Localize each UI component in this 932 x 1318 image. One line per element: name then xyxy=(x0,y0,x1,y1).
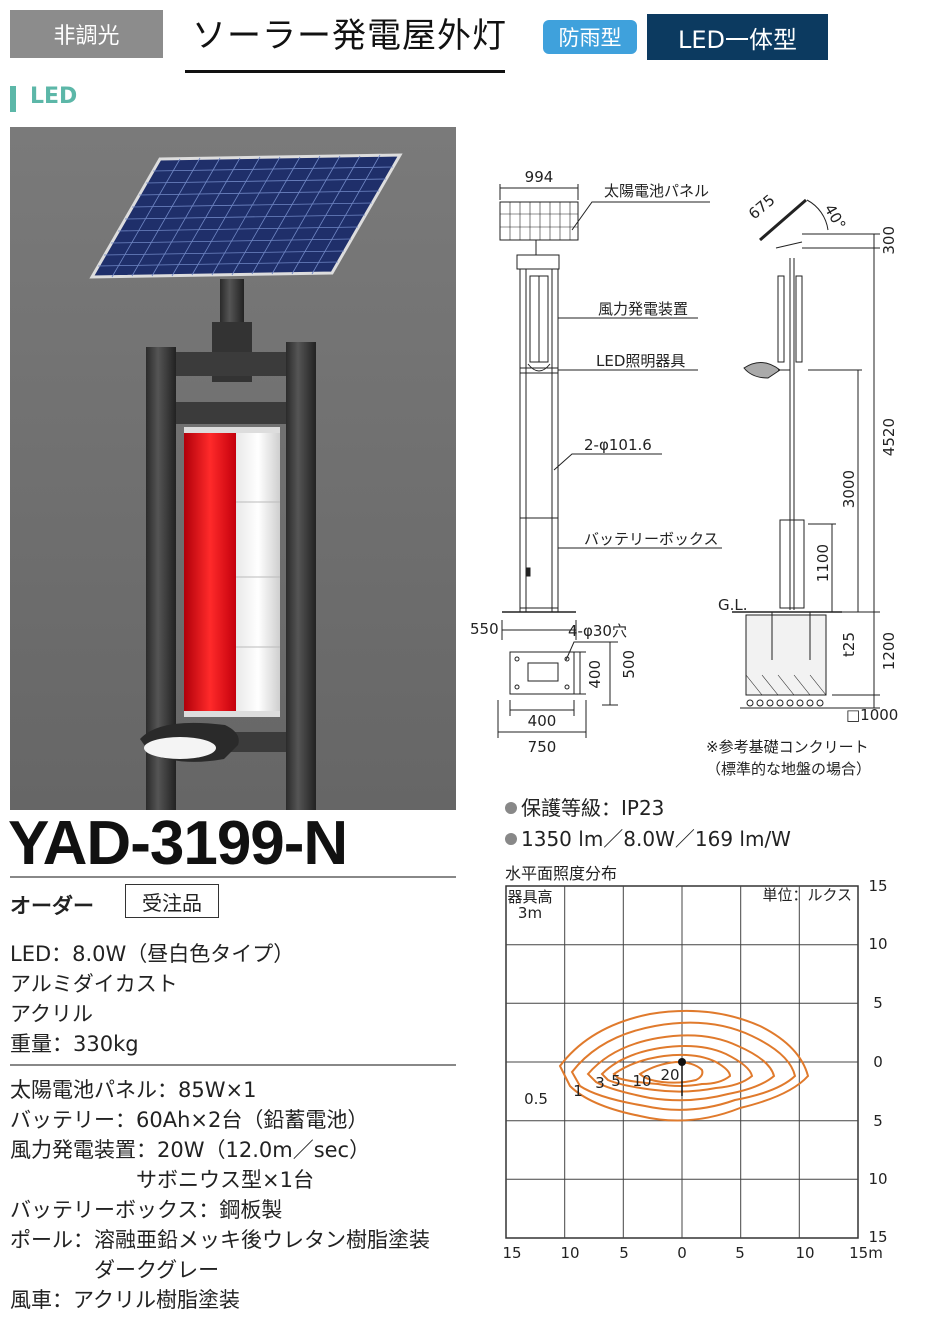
dimming-tag: 非調光 xyxy=(10,10,163,58)
spec-wind-type: サボニウス型×1台 xyxy=(10,1168,314,1192)
illuminance-chart: 器具高 3m 単位：ルクス 0.5 1 3 5 10 20 15 10 5 0 … xyxy=(502,877,887,1262)
spec-battery-box: バッテリーボックス：鋼板製 xyxy=(10,1198,283,1222)
label-pole-spec: 2-φ101.6 xyxy=(584,436,652,454)
drawing-labels: 994 太陽電池パネル 風力発電装置 LED照明器具 2-φ101.6 バッテリ… xyxy=(470,168,898,778)
x-tick: 0 xyxy=(677,1244,687,1262)
x-tick: 10 xyxy=(795,1244,814,1262)
spec-body: アルミダイカスト xyxy=(10,972,178,996)
illuminance-title: 水平面照度分布 xyxy=(505,864,618,883)
bullet-protection: 保護等級：IP23 xyxy=(505,792,664,821)
fixture-height-label: 器具高 xyxy=(507,888,552,906)
dim-holes: 4-φ30穴 xyxy=(568,622,627,640)
divider xyxy=(10,876,456,878)
label-wind-generator: 風力発電装置 xyxy=(598,300,688,318)
spec-windmill: 風車：アクリル樹脂塗装 xyxy=(10,1288,240,1312)
dim-angle: 40° xyxy=(821,201,850,233)
spec-solar: 太陽電池パネル：85W×1 xyxy=(10,1078,257,1102)
contour-label-3: 3 xyxy=(595,1074,605,1092)
spec-weight: 重量：330kg xyxy=(10,1032,139,1056)
order-label: オーダー xyxy=(10,894,94,918)
section-marker xyxy=(10,86,16,112)
fixture-height-value: 3m xyxy=(518,904,542,922)
spec-pole: ポール：溶融亜鉛メッキ後ウレタン樹脂塗装 xyxy=(10,1228,430,1252)
unit-label: 単位：ルクス xyxy=(762,886,852,904)
dim-t25: t25 xyxy=(840,632,858,657)
dim-1100: 1100 xyxy=(814,544,832,582)
label-battery-box: バッテリーボックス xyxy=(584,530,719,548)
y-tick: 5 xyxy=(873,994,883,1012)
dim-panel-size: 675 xyxy=(745,191,779,223)
dim-4520: 4520 xyxy=(880,418,898,456)
title-underline xyxy=(185,70,505,73)
dim-foundation: □1000 xyxy=(846,706,898,724)
dimension-drawing: 994 太陽電池パネル 風力発電装置 LED照明器具 2-φ101.6 バッテリ… xyxy=(470,168,898,778)
dim-300: 300 xyxy=(880,226,898,255)
rainproof-badge: 防雨型 xyxy=(543,20,637,54)
contour-lines xyxy=(558,1009,810,1122)
dim-plate-400: 400 xyxy=(528,712,557,730)
dim-top-width: 994 xyxy=(525,168,554,186)
x-tick: 5 xyxy=(619,1244,629,1262)
dim-plate-h500: 500 xyxy=(620,650,638,679)
y-tick: 15 xyxy=(868,877,887,895)
page-title: ソーラー発電屋外灯 xyxy=(192,16,507,56)
bullet-icon xyxy=(505,833,517,845)
spec-battery: バッテリー：60Ah×2台（鉛蓄電池） xyxy=(10,1108,369,1132)
x-tick: 5 xyxy=(735,1244,745,1262)
product-photo xyxy=(10,127,456,810)
dim-plate-h400: 400 xyxy=(586,660,604,689)
y-tick: 10 xyxy=(868,1170,887,1188)
x-tick: 10 xyxy=(560,1244,579,1262)
dim-1200: 1200 xyxy=(880,632,898,670)
contour-label-20: 20 xyxy=(660,1066,679,1084)
y-tick: 5 xyxy=(873,1112,883,1130)
order-badge: 受注品 xyxy=(125,884,219,918)
divider xyxy=(10,1064,456,1066)
dim-3000: 3000 xyxy=(840,470,858,508)
spec-pole-color: ダークグレー xyxy=(10,1258,220,1282)
x-tick: 15m xyxy=(849,1244,883,1262)
y-tick: 15 xyxy=(868,1228,887,1246)
y-tick: 10 xyxy=(868,935,887,953)
led-integrated-badge: LED一体型 xyxy=(647,14,828,60)
contour-label-1: 1 xyxy=(573,1082,583,1100)
contour-label-10: 10 xyxy=(632,1072,651,1090)
bullet-icon xyxy=(505,802,517,814)
y-tick: 0 xyxy=(873,1053,883,1071)
note-ground: （標準的な地盤の場合） xyxy=(706,760,871,778)
dim-base-width: 550 xyxy=(470,620,499,638)
label-solar-panel: 太陽電池パネル xyxy=(604,182,709,200)
section-label: LED xyxy=(30,84,78,109)
contour-label-5: 5 xyxy=(611,1072,621,1090)
note-foundation: ※参考基礎コンクリート xyxy=(706,738,869,756)
contour-label-0.5: 0.5 xyxy=(524,1090,548,1108)
spec-wind: 風力発電装置：20W（12.0m／sec） xyxy=(10,1138,371,1162)
label-gl: G.L. xyxy=(718,596,748,614)
product-illustration xyxy=(10,127,456,810)
dim-plate-750: 750 xyxy=(528,738,557,756)
label-led-fixture: LED照明器具 xyxy=(596,352,685,370)
bullet-lumen: 1350 lm／8.0W／169 lm/W xyxy=(505,823,791,852)
x-tick: 15 xyxy=(502,1244,521,1262)
spec-led: LED：8.0W（昼白色タイプ） xyxy=(10,942,295,966)
spec-cover: アクリル xyxy=(10,1002,93,1026)
chart-labels: 器具高 3m 単位：ルクス 0.5 1 3 5 10 20 15 10 5 0 … xyxy=(502,877,887,1262)
model-number: YAD-3199-N xyxy=(8,809,348,878)
